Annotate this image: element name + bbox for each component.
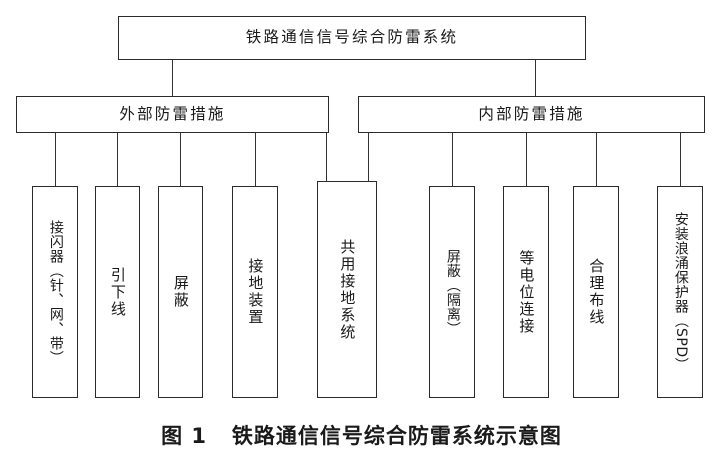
node-leaf-air-terminal: 接闪器（针、网、带） [32,186,78,398]
node-leaf-install-spd-label: 安装浪涌保护器（SPD） [672,211,689,373]
node-leaf-earthing-device: 接地装置 [232,186,278,398]
figure-caption: 图 1 铁路通信信号综合防雷系统示意图 [161,424,562,448]
connector-root-to-external [172,60,173,96]
connector-internal-to-leaf-7 [526,133,527,186]
node-external-measures: 外部防雷措施 [16,96,329,133]
connector-internal-to-leaf-6 [452,133,453,186]
node-root-label: 铁路通信信号综合防雷系统 [245,28,459,47]
node-leaf-reasonable-wiring-label: 合理布线 [587,258,606,326]
node-leaf-shielding-isolation-label: 屏蔽（隔离） [444,248,461,336]
node-root-system: 铁路通信信号综合防雷系统 [118,16,586,60]
node-leaf-equipotential-bonding: 等电位连接 [503,186,549,398]
node-leaf-earthing-device-label: 接地装置 [246,258,265,326]
node-leaf-shielding-isolation: 屏蔽（隔离） [429,186,475,398]
connector-external-to-leaf-1 [55,133,56,186]
connector-external-to-leaf-2 [117,133,118,186]
node-leaf-common-earthing-system: 共用接地系统 [317,181,377,398]
node-leaf-down-conductor-label: 引下线 [108,266,127,318]
connector-root-to-internal [535,60,536,96]
connector-external-to-leaf-3 [180,133,181,186]
connector-internal-to-leaf-9 [680,133,681,186]
connector-internal-to-leaf-5 [368,133,369,181]
node-leaf-shielding-external-label: 屏蔽 [171,275,190,309]
node-internal-label: 内部防雷措施 [478,104,585,123]
node-leaf-down-conductor: 引下线 [95,186,140,398]
connector-external-to-leaf-4 [255,133,256,186]
connector-internal-to-leaf-8 [596,133,597,186]
connector-external-to-leaf-5 [326,133,327,181]
node-leaf-shielding-external: 屏蔽 [158,186,203,398]
node-leaf-air-terminal-label: 接闪器（针、网、带） [47,219,64,365]
node-leaf-common-earthing-system-label: 共用接地系统 [338,238,357,341]
node-leaf-equipotential-bonding-label: 等电位连接 [517,249,536,335]
node-internal-measures: 内部防雷措施 [358,96,705,133]
node-leaf-install-spd: 安装浪涌保护器（SPD） [657,186,703,398]
node-leaf-reasonable-wiring: 合理布线 [573,186,619,398]
node-external-label: 外部防雷措施 [119,104,226,123]
